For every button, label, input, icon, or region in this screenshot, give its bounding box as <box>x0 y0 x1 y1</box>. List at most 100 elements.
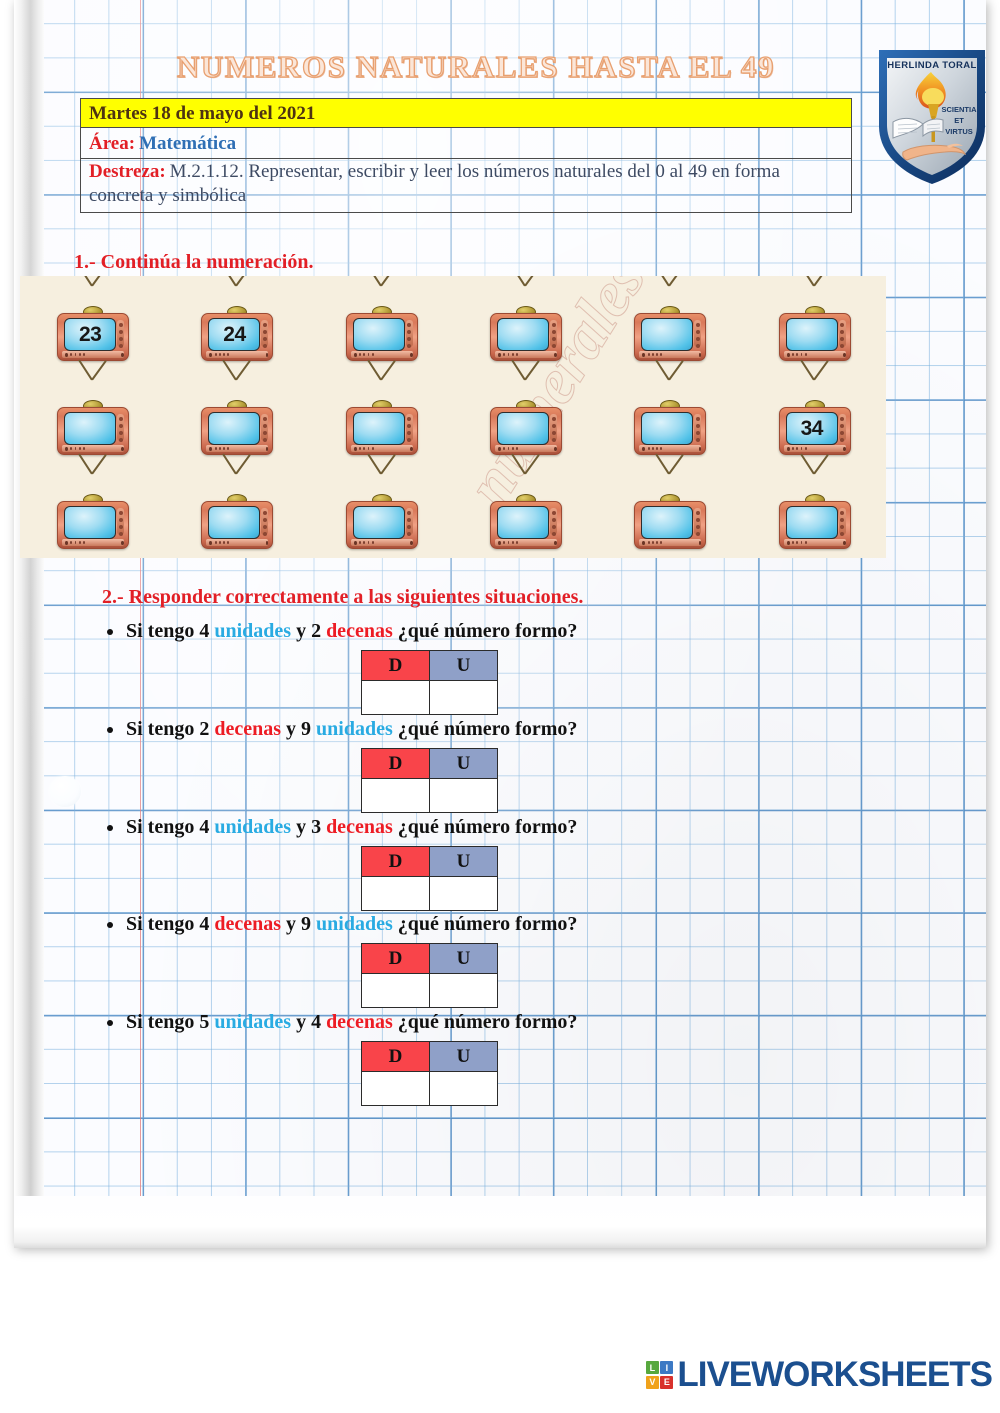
units-answer-cell[interactable] <box>429 680 498 715</box>
tv-item[interactable] <box>344 359 418 455</box>
tv-body <box>490 501 563 549</box>
tv-body <box>201 501 274 549</box>
tv-screen[interactable] <box>352 506 405 539</box>
tv-screen[interactable] <box>641 318 694 351</box>
question-item: Si tengo 5 unidades y 4 decenas ¿qué núm… <box>107 1011 577 1034</box>
tens-header: D <box>361 650 430 681</box>
tv-body: 24 <box>201 313 274 361</box>
tv-item[interactable] <box>488 359 563 455</box>
tv-item[interactable] <box>344 453 418 549</box>
units-answer-cell[interactable] <box>429 1071 498 1106</box>
units-header: U <box>429 748 498 779</box>
question-term-2: unidades <box>316 913 393 935</box>
tens-answer-cell[interactable] <box>361 778 430 813</box>
tens-answer-cell[interactable] <box>361 973 430 1008</box>
tv-controls <box>62 539 125 546</box>
tv-screen[interactable] <box>352 318 405 351</box>
tens-answer-cell[interactable] <box>361 1071 430 1106</box>
tv-body <box>634 407 707 455</box>
tv-screen[interactable] <box>497 412 550 445</box>
question-term-2: decenas <box>326 816 393 838</box>
question-term-1: decenas <box>214 718 282 740</box>
tv-screen[interactable]: 24 <box>208 318 261 351</box>
page-title: NUMEROS NATURALES HASTA EL 49 <box>176 48 776 84</box>
tv-body <box>345 313 418 361</box>
tv-body <box>201 407 274 455</box>
tv-screen[interactable] <box>352 412 405 445</box>
motto-line-3: VIRTUS <box>945 127 973 136</box>
tv-body: 23 <box>57 313 130 361</box>
tv-speaker <box>550 320 558 348</box>
tv-screen[interactable]: 34 <box>785 412 838 445</box>
question-part-3: ¿qué número formo? <box>392 913 578 935</box>
tv-item[interactable] <box>199 453 274 549</box>
tens-answer-cell[interactable] <box>361 876 430 911</box>
units-answer-cell[interactable] <box>429 973 498 1008</box>
lw-tile-e: E <box>660 1375 674 1389</box>
tv-controls <box>495 351 558 358</box>
tv-speaker <box>261 320 269 348</box>
question-item: Si tengo 4 unidades y 2 decenas ¿qué núm… <box>107 620 577 643</box>
question-part-3: ¿qué número formo? <box>392 816 578 838</box>
tv-screen[interactable] <box>641 412 694 445</box>
question-term-2: decenas <box>326 620 393 642</box>
table-answer-row <box>361 973 498 1008</box>
tens-answer-cell[interactable] <box>361 680 430 715</box>
tv-body <box>634 313 707 361</box>
tv-item[interactable] <box>777 453 851 549</box>
tv-item[interactable] <box>777 276 851 361</box>
tv-item[interactable]: 23 <box>55 276 130 361</box>
date-text: Martes 18 de mayo del 2021 <box>89 103 316 124</box>
tv-controls <box>206 445 269 452</box>
tv-item[interactable] <box>199 359 274 455</box>
tv-screen[interactable] <box>64 506 117 539</box>
tv-number: 34 <box>800 417 824 440</box>
tv-speaker <box>261 414 269 442</box>
tv-item[interactable] <box>55 359 130 455</box>
tv-screen[interactable] <box>497 506 550 539</box>
tv-grid: 23 24 34 <box>20 276 886 558</box>
tv-screen[interactable] <box>785 506 838 539</box>
question-part-1: Si tengo 2 <box>126 718 215 740</box>
tv-screen[interactable] <box>497 318 550 351</box>
tv-screen[interactable]: 23 <box>64 318 117 351</box>
tv-screen[interactable] <box>208 412 261 445</box>
tv-speaker <box>550 508 558 536</box>
tv-item[interactable] <box>632 276 707 361</box>
tv-speaker <box>117 320 125 348</box>
bullet-icon <box>107 1019 113 1026</box>
tv-screen[interactable] <box>641 506 694 539</box>
skill-label: Destreza: <box>89 161 166 182</box>
units-answer-cell[interactable] <box>429 778 498 813</box>
tv-number: 23 <box>78 323 102 346</box>
tv-controls <box>350 445 413 452</box>
question-part-1: Si tengo 4 <box>126 913 215 935</box>
tv-controls <box>350 351 413 358</box>
tv-screen[interactable] <box>785 318 838 351</box>
tv-item[interactable] <box>632 359 707 455</box>
lw-tile-l: L <box>645 1361 659 1375</box>
tv-item[interactable] <box>344 276 418 361</box>
tv-item[interactable] <box>632 453 707 549</box>
tv-controls <box>350 539 413 546</box>
units-answer-cell[interactable] <box>429 876 498 911</box>
paper-mark <box>49 776 81 807</box>
tv-item[interactable] <box>488 276 563 361</box>
units-header: U <box>429 943 498 974</box>
question-term-2: decenas <box>326 1011 393 1033</box>
question-part-2: y 3 <box>291 816 327 838</box>
tv-screen[interactable] <box>64 412 117 445</box>
tv-item[interactable]: 34 <box>777 359 851 455</box>
tv-speaker <box>838 508 846 536</box>
area-value: Matemática <box>139 133 237 154</box>
tv-screen[interactable] <box>208 506 261 539</box>
tv-item[interactable]: 24 <box>199 276 274 361</box>
tv-item[interactable] <box>488 453 563 549</box>
tv-item[interactable] <box>55 453 130 549</box>
tv-speaker <box>694 508 702 536</box>
question-part-2: y 4 <box>291 1011 327 1033</box>
question-part-3: ¿qué número formo? <box>392 718 578 740</box>
tv-speaker <box>694 320 702 348</box>
